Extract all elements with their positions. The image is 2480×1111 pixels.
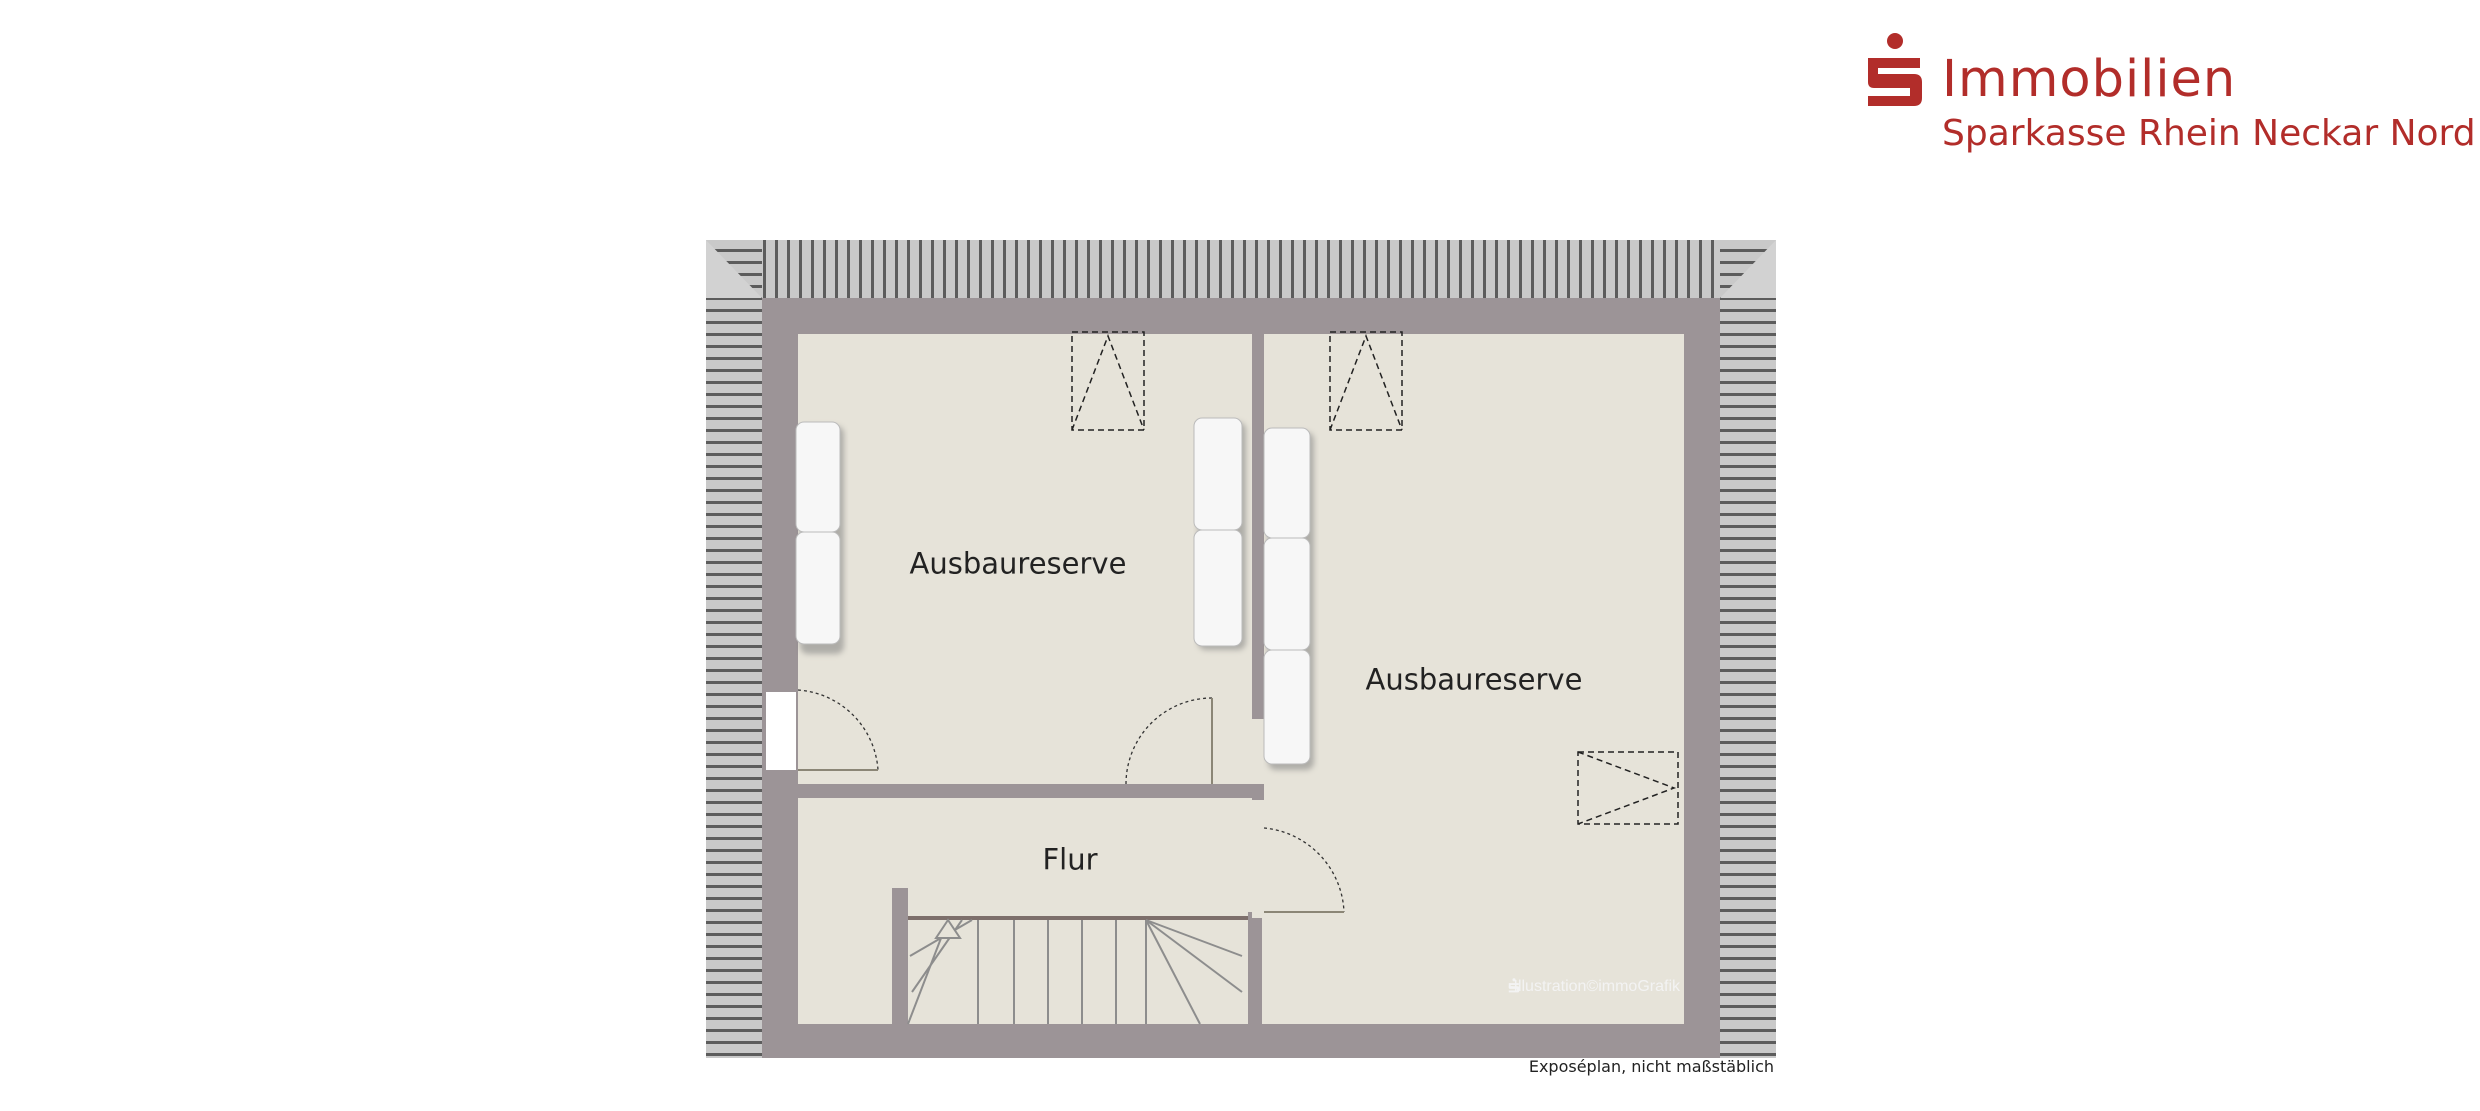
logo-brand: Immobilien: [1942, 50, 2237, 109]
partition-wall: [1252, 334, 1264, 719]
floor-room-left: [798, 334, 1252, 784]
sparkasse-mini-icon: [1508, 978, 1520, 993]
skylight-2: [1329, 331, 1403, 431]
staircase: [907, 916, 1248, 1025]
room-label-right: Ausbaureserve: [1365, 662, 1583, 697]
logo-subtitle: Sparkasse Rhein Neckar Nord: [1942, 113, 2476, 154]
roof-right: [1720, 240, 1776, 1058]
floor-plan-drawing: [706, 240, 1776, 1058]
illustration-credit: -Illustration©immoGrafik: [1508, 978, 1680, 996]
roof-left: [706, 240, 762, 1058]
roof-top: [706, 240, 1776, 298]
floor-plan: Ausbaureserve Ausbaureserve Flur -Illust…: [706, 240, 1776, 1058]
window-left: [766, 692, 796, 770]
skylight-1: [1071, 331, 1145, 431]
stair-wall-left: [892, 888, 908, 1024]
stair-wall-right: [1248, 912, 1262, 1024]
room-label-hall: Flur: [1042, 842, 1098, 877]
hall-wall: [798, 784, 1136, 798]
floor-room-right: [1264, 334, 1684, 1024]
floor-hall: [798, 798, 1264, 1024]
radiators: [795, 417, 1314, 770]
sparkasse-s-icon: [1868, 33, 1922, 106]
plan-caption: Exposéplan, nicht maßstäblich: [1528, 1057, 1774, 1076]
door-swings: [797, 689, 1345, 913]
sparkasse-logo: Immobilien Sparkasse Rhein Neckar Nord: [1860, 28, 2476, 158]
room-label-left: Ausbaureserve: [909, 546, 1127, 581]
credit-text: -Illustration©immoGrafik: [1508, 978, 1680, 995]
skylight-3: [1577, 751, 1679, 825]
